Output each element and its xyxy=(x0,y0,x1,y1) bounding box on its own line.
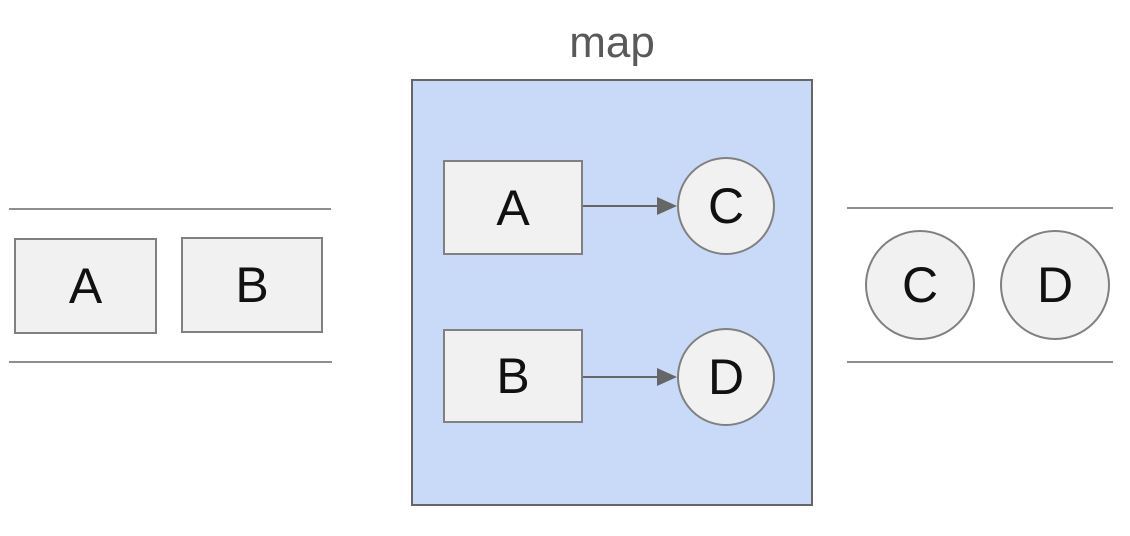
map-to-c: C xyxy=(677,157,775,255)
output-stream-bottom-line xyxy=(847,361,1113,363)
map-from-b: B xyxy=(443,329,583,423)
map-to-d-label: D xyxy=(707,349,745,405)
map-from-a: A xyxy=(443,160,583,255)
arrow-b-to-d-shaft xyxy=(583,376,657,378)
map-to-d: D xyxy=(677,328,775,426)
arrow-a-to-c-arrowhead-icon xyxy=(657,197,677,215)
map-from-b-label: B xyxy=(496,348,530,404)
output-item-d-label: D xyxy=(1036,257,1074,313)
map-label: map xyxy=(569,18,655,67)
input-item-a: A xyxy=(14,238,157,334)
input-stream-top-line xyxy=(9,208,331,210)
input-item-a-label: A xyxy=(68,258,103,314)
output-item-c-label: C xyxy=(901,257,939,313)
map-from-a-label: A xyxy=(496,179,530,236)
arrow-b-to-d-arrowhead-icon xyxy=(657,368,677,386)
output-item-c: C xyxy=(865,230,975,340)
output-item-d: D xyxy=(1000,230,1110,340)
input-item-b-label: B xyxy=(235,257,269,313)
arrow-a-to-c-shaft xyxy=(583,205,657,207)
map-box xyxy=(411,79,813,506)
output-stream-top-line xyxy=(847,207,1113,209)
map-to-c-label: C xyxy=(707,178,745,234)
input-stream-bottom-line xyxy=(9,361,332,363)
input-item-b: B xyxy=(181,237,323,333)
